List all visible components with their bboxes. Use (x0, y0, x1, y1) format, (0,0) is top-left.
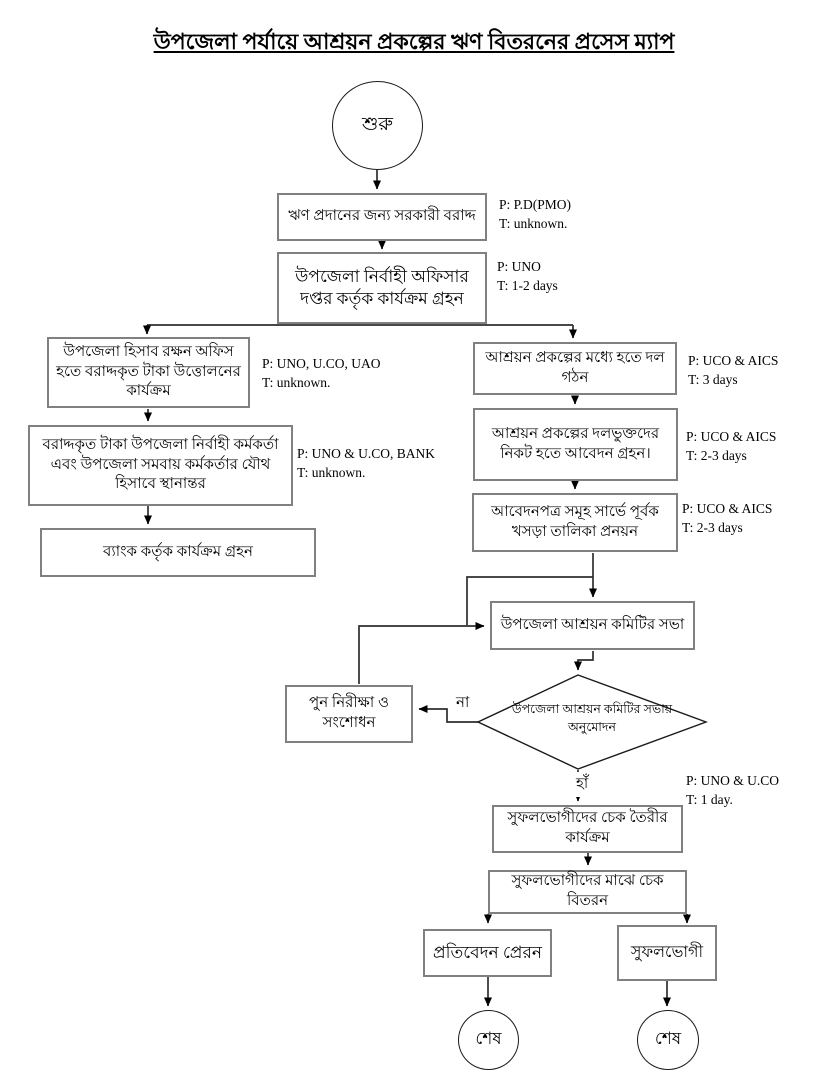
annotation-accounts-withdrawal: P: UNO, U.CO, UAO T: unknown. (262, 355, 381, 392)
allocation-node: ঋণ প্রদানের জন্য সরকারী বরাদ্দ (277, 193, 487, 241)
edge-merge-branch (466, 576, 593, 625)
survey-draft-node: আবেদনপত্র সমূহ সার্ভে পূর্বক খসড়া তালিক… (472, 493, 678, 552)
bank-action-node: ব্যাংক কর্তৃক কার্যক্রম গ্রহন (40, 528, 316, 577)
start-label: শুরু (362, 113, 393, 135)
review-correction-node: পুন নিরীক্ষা ও সংশোধন (285, 685, 413, 743)
annotation-application-receive-t: T: 2-3 days (686, 447, 747, 463)
annotation-group-formation: P: UCO & AICS T: 3 days (688, 352, 778, 389)
annotation-uno-office: P: UNO T: 1-2 days (497, 258, 558, 295)
cheque-distribution-label: সুফলভোগীদের মাঝে চেক বিতরন (511, 873, 664, 909)
beneficiary-node: সুফলভোগী (617, 925, 717, 981)
annotation-application-receive: P: UCO & AICS T: 2-3 days (686, 428, 776, 465)
annotation-allocation-t: T: unknown. (499, 215, 568, 231)
decision-yes-label: হাঁ (574, 772, 591, 797)
annotation-cheque-preparation-t: T: 1 day. (686, 791, 733, 807)
annotation-cheque-preparation: P: UNO & U.CO T: 1 day. (686, 772, 779, 809)
annotation-cheque-preparation-p: P: UNO & U.CO (686, 773, 780, 788)
page-title: উপজেলা পর্যায়ে আশ্রয়ন প্রকল্পের ঋণ বিত… (153, 29, 675, 54)
allocation-label: ঋণ প্রদানের জন্য সরকারী বরাদ্দ (288, 208, 476, 225)
edge-review-to-committee (358, 622, 485, 684)
bank-action-label: ব্যাংক কর্তৃক কার্যক্রম গ্রহন (103, 543, 253, 560)
annotation-allocation: P: P.D(PMO) T: unknown. (499, 196, 571, 233)
annotation-fund-transfer-t: T: unknown. (297, 464, 366, 480)
accounts-withdrawal-label: উপজেলা হিসাব রক্ষন অফিস হতে বরাদ্দকৃত টা… (56, 343, 241, 400)
annotation-fund-transfer: P: UNO & U.CO, BANK T: unknown. (297, 445, 435, 482)
group-formation-label: আশ্রয়ন প্রকল্পের মধ্যে হতে দল গঠন (485, 349, 665, 386)
annotation-application-receive-p: P: UCO & AICS (686, 429, 777, 444)
annotation-group-formation-t: T: 3 days (688, 371, 738, 387)
approval-decision-label: উপজেলা আশ্রয়ন কমিটির সভায় অনুমোদন (511, 702, 673, 735)
application-receive-node: আশ্রয়ন প্রকল্পের দলভুক্তদের নিকট হতে আব… (473, 408, 678, 481)
survey-draft-label: আবেদনপত্র সমূহ সার্ভে পূর্বক খসড়া তালিক… (491, 503, 659, 540)
end-node-right: শেষ (637, 1010, 699, 1070)
annotation-uno-office-t: T: 1-2 days (497, 277, 558, 293)
group-formation-node: আশ্রয়ন প্রকল্পের মধ্যে হতে দল গঠন (473, 342, 677, 395)
report-sending-label: প্রতিবেদন প্রেরন (432, 942, 542, 962)
committee-meeting-node: উপজেলা আশ্রয়ন কমিটির সভা (490, 601, 695, 650)
annotation-group-formation-p: P: UCO & AICS (688, 353, 779, 368)
fund-transfer-node: বরাদ্দকৃত টাকা উপজেলা নির্বাহী কর্মকর্তা… (28, 425, 293, 506)
annotation-allocation-p: P: P.D(PMO) (499, 197, 572, 212)
fund-transfer-label: বরাদ্দকৃত টাকা উপজেলা নির্বাহী কর্মকর্তা… (42, 436, 279, 493)
review-correction-label: পুন নিরীক্ষা ও সংশোধন (309, 695, 389, 731)
end-left-label: শেষ (475, 1029, 502, 1048)
application-receive-label: আশ্রয়ন প্রকল্পের দলভুক্তদের নিকট হতে আব… (491, 425, 660, 462)
annotation-survey-draft-p: P: UCO & AICS (682, 501, 773, 516)
annotation-survey-draft-t: T: 2-3 days (682, 519, 743, 535)
cheque-preparation-label: সুফলভোগীদের চেক তৈরীর কার্যক্রম (507, 810, 668, 846)
start-node: শুরু (332, 81, 423, 170)
committee-meeting-label: উপজেলা আশ্রয়ন কমিটির সভা (500, 616, 685, 633)
end-right-label: শেষ (654, 1029, 682, 1048)
uno-office-node: উপজেলা নির্বাহী অফিসার দপ্তর কর্তৃক কার্… (277, 252, 487, 324)
accounts-withdrawal-node: উপজেলা হিসাব রক্ষন অফিস হতে বরাদ্দকৃত টা… (47, 337, 250, 408)
uno-office-label: উপজেলা নির্বাহী অফিসার দপ্তর কর্তৃক কার্… (295, 266, 469, 308)
annotation-accounts-withdrawal-t: T: unknown. (262, 374, 331, 390)
end-node-left: শেষ (458, 1010, 519, 1070)
annotation-accounts-withdrawal-p: P: UNO, U.CO, UAO (262, 356, 381, 371)
annotation-uno-office-p: P: UNO (497, 259, 541, 274)
cheque-preparation-node: সুফলভোগীদের চেক তৈরীর কার্যক্রম (492, 805, 683, 853)
approval-decision-diamond (476, 674, 709, 770)
decision-no-label: না (456, 695, 470, 711)
report-sending-node: প্রতিবেদন প্রেরন (423, 929, 552, 977)
annotation-fund-transfer-p: P: UNO & U.CO, BANK (297, 446, 436, 461)
edge-decision-no-to-review (418, 705, 478, 723)
cheque-distribution-node: সুফলভোগীদের মাঝে চেক বিতরন (488, 870, 687, 914)
annotation-survey-draft: P: UCO & AICS T: 2-3 days (682, 500, 772, 537)
beneficiary-label: সুফলভোগী (630, 944, 704, 962)
edge-committee-to-decision (574, 651, 594, 671)
